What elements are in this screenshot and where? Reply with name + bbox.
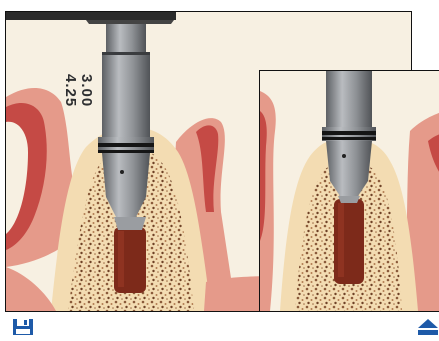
- zoom-image-panel: [259, 70, 439, 312]
- save-button[interactable]: [12, 318, 34, 336]
- driver-size-label-line2: 4.25: [62, 74, 78, 107]
- eject-icon: [417, 318, 439, 336]
- save-icon: [12, 318, 34, 336]
- driver-size-label: 3.00 4.25: [62, 74, 94, 107]
- eject-button[interactable]: [417, 318, 439, 336]
- driver-size-label-line1: 3.00: [78, 74, 94, 107]
- implant-illustration-zoom: [260, 71, 439, 311]
